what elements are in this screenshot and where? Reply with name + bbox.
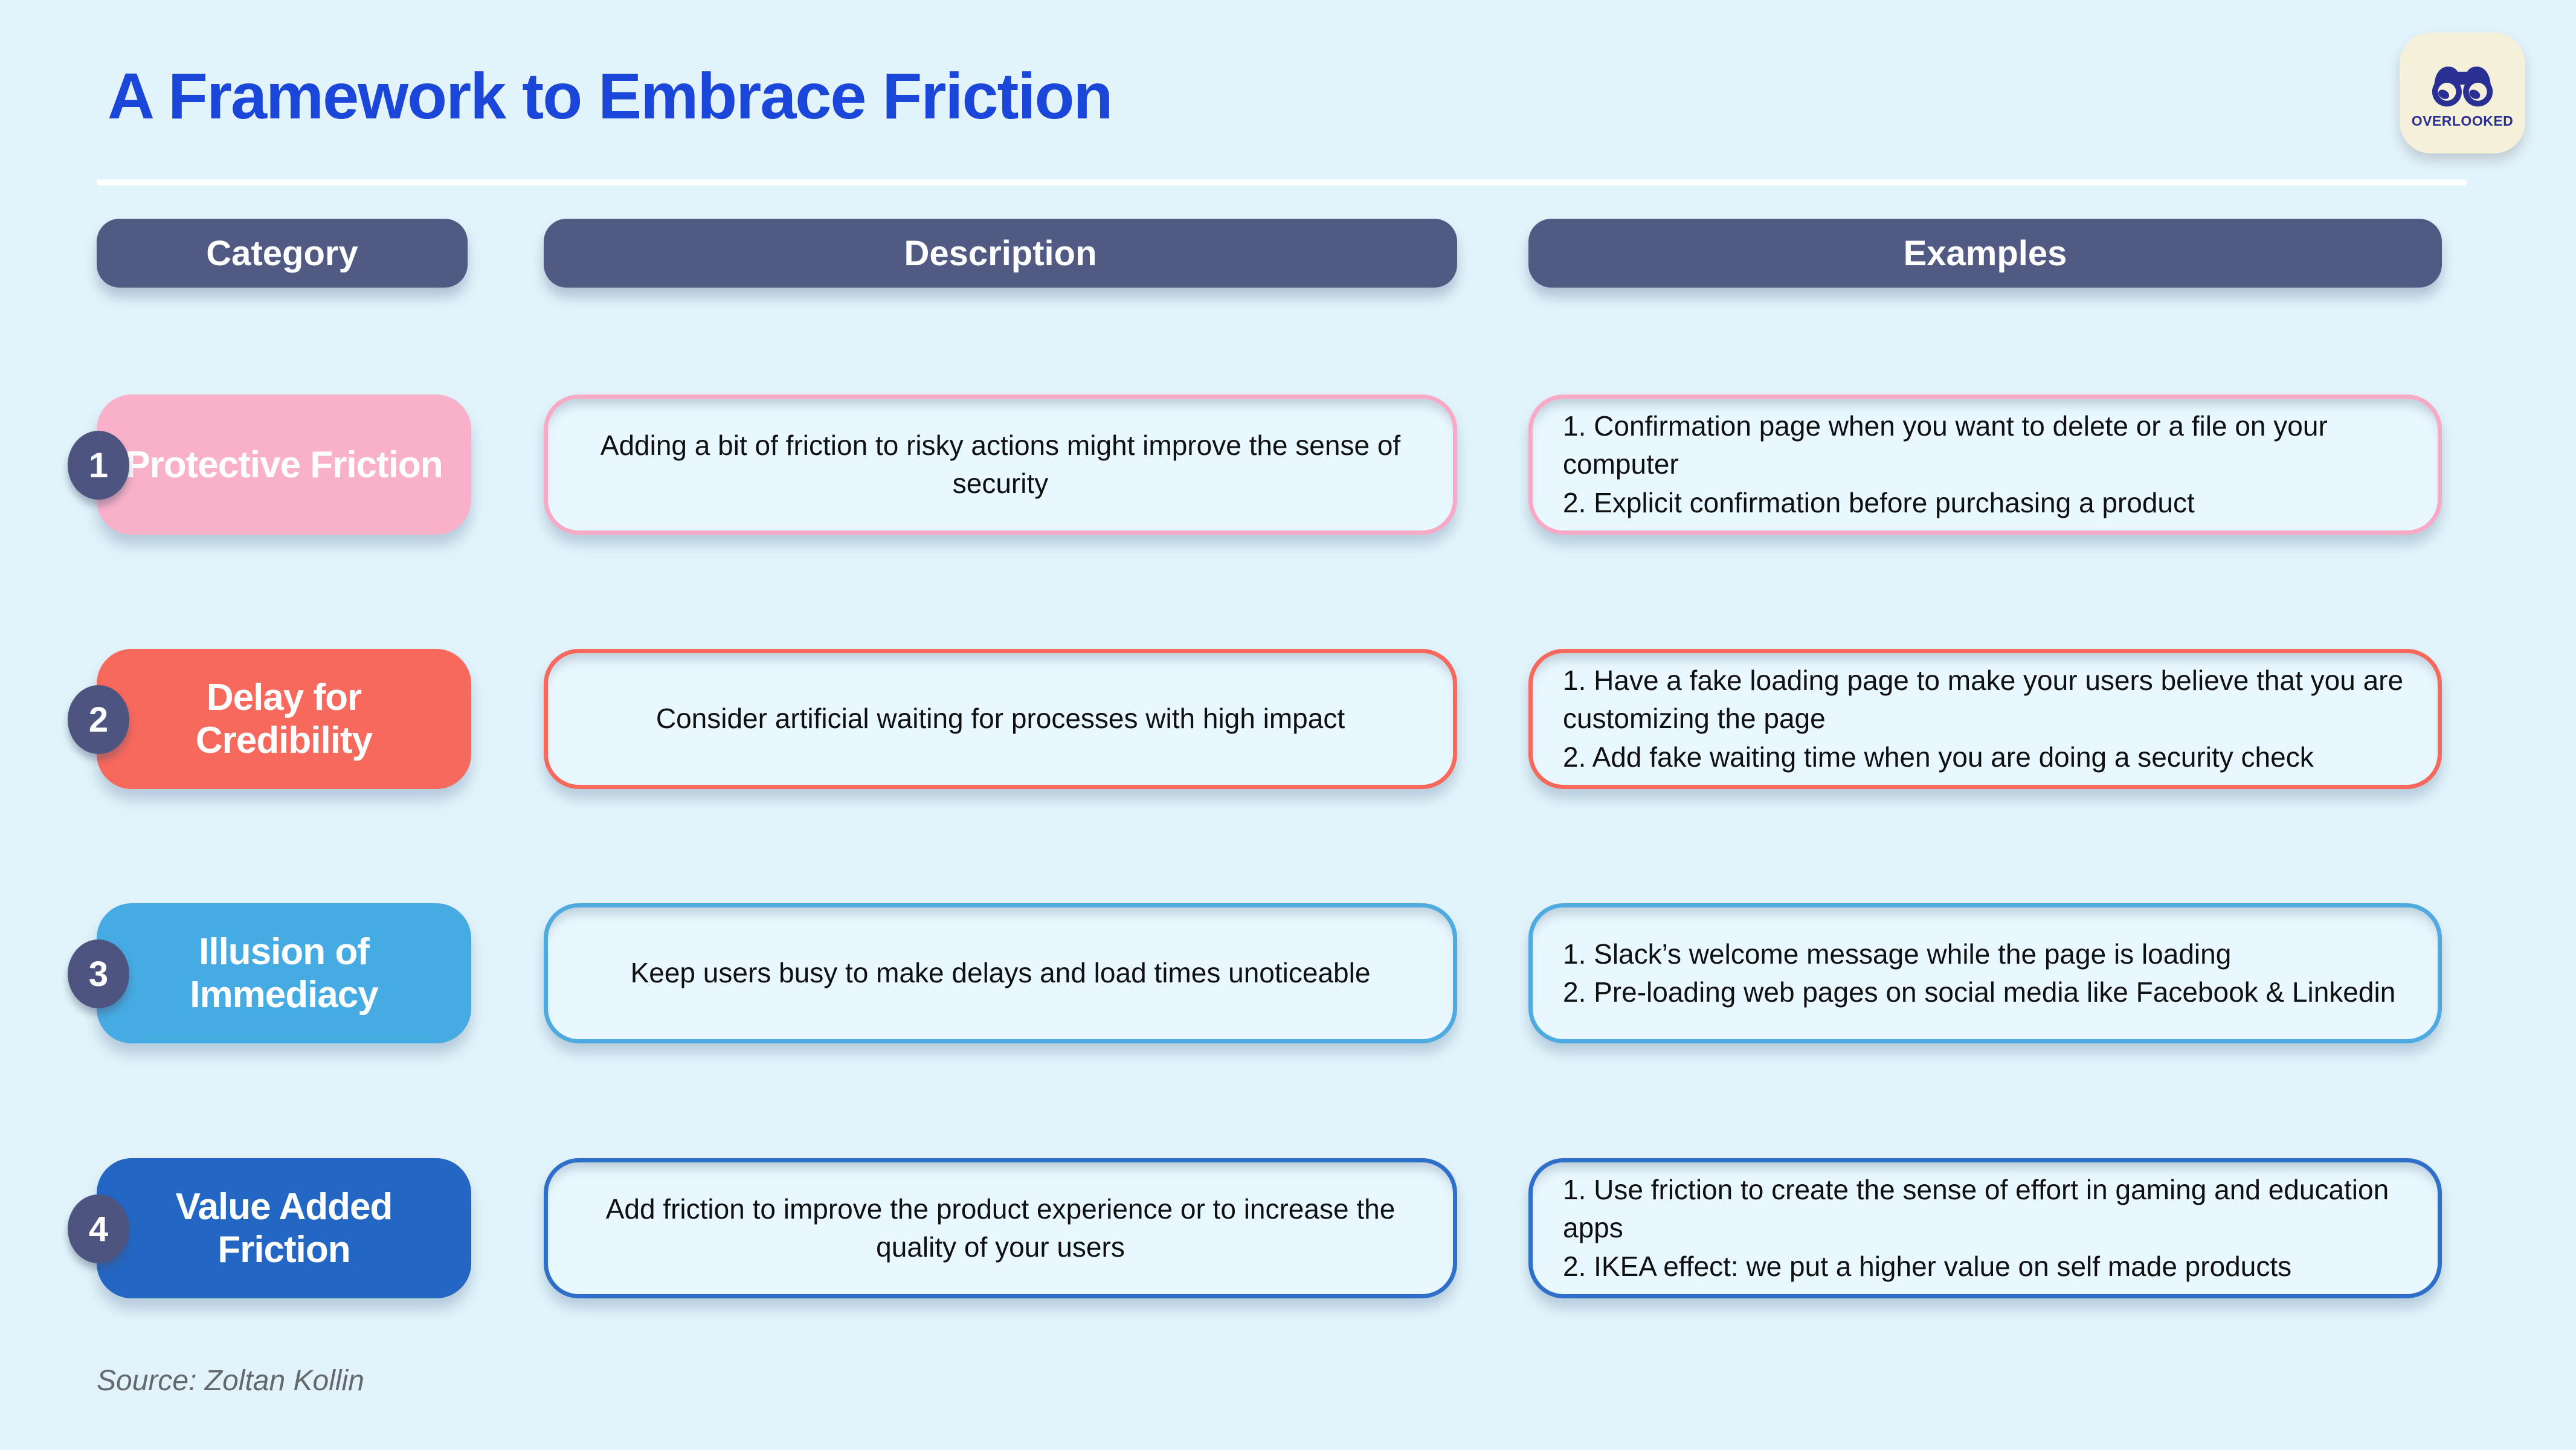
category-pill: Value Added Friction: [97, 1158, 471, 1298]
example-line: 2. Add fake waiting time when you are do…: [1563, 741, 2314, 773]
examples-list: 1. Slack’s welcome message while the pag…: [1533, 935, 2426, 1012]
example-line: 1. Have a fake loading page to make your…: [1563, 664, 2404, 735]
examples-box: 1. Slack’s welcome message while the pag…: [1528, 903, 2442, 1043]
examples-list: 1. Use friction to create the sense of e…: [1533, 1171, 2438, 1286]
examples-list: 1. Have a fake loading page to make your…: [1533, 662, 2438, 776]
brand-name: OVERLOOKED: [2411, 112, 2514, 129]
description-box: Consider artificial waiting for processe…: [544, 649, 1457, 789]
source-caption: Source: Zoltan Kollin: [97, 1365, 364, 1397]
examples-list: 1. Confirmation page when you want to de…: [1533, 407, 2438, 522]
description-text: Add friction to improve the product expe…: [605, 1193, 1396, 1263]
example-line: 2. Pre-loading web pages on social media…: [1563, 976, 2396, 1008]
description-text: Consider artificial waiting for processe…: [655, 703, 1345, 735]
example-line: 1. Confirmation page when you want to de…: [1563, 410, 2328, 480]
description-box: Adding a bit of friction to risky action…: [544, 395, 1457, 535]
title-divider: [97, 179, 2467, 185]
page-title: A Framework to Embrace Friction: [108, 59, 1113, 132]
table-row: 4 Value Added Friction Add friction to i…: [0, 1158, 2576, 1298]
column-header-description: Description: [544, 219, 1457, 288]
row-number-badge: 4: [68, 1194, 129, 1263]
brand-logo: OVERLOOKED: [2400, 33, 2525, 153]
table-row: 2 Delay for Credibility Consider artific…: [0, 649, 2576, 789]
examples-box: 1. Use friction to create the sense of e…: [1528, 1158, 2442, 1298]
row-number-badge: 3: [68, 939, 129, 1008]
example-line: 1. Use friction to create the sense of e…: [1563, 1173, 2389, 1244]
description-text: Adding a bit of friction to risky action…: [600, 429, 1401, 499]
example-line: 2. IKEA effect: we put a higher value on…: [1563, 1250, 2292, 1282]
example-line: 2. Explicit confirmation before purchasi…: [1563, 486, 2195, 518]
table-row: 1 Protective Friction Adding a bit of fr…: [0, 395, 2576, 535]
description-box: Keep users busy to make delays and load …: [544, 903, 1457, 1043]
description-text: Keep users busy to make delays and load …: [630, 957, 1371, 989]
table-row: 3 Illusion of Immediacy Keep users busy …: [0, 903, 2576, 1043]
category-pill: Delay for Credibility: [97, 649, 471, 789]
binoculars-icon: [2432, 66, 2493, 106]
examples-box: 1. Confirmation page when you want to de…: [1528, 395, 2442, 535]
example-line: 1. Slack’s welcome message while the pag…: [1563, 938, 2232, 970]
category-pill: Protective Friction: [97, 395, 471, 535]
row-number-badge: 1: [68, 431, 129, 500]
examples-box: 1. Have a fake loading page to make your…: [1528, 649, 2442, 789]
description-box: Add friction to improve the product expe…: [544, 1158, 1457, 1298]
row-number-badge: 2: [68, 685, 129, 754]
category-pill: Illusion of Immediacy: [97, 903, 471, 1043]
column-header-category: Category: [97, 219, 468, 288]
column-header-examples: Examples: [1528, 219, 2442, 288]
